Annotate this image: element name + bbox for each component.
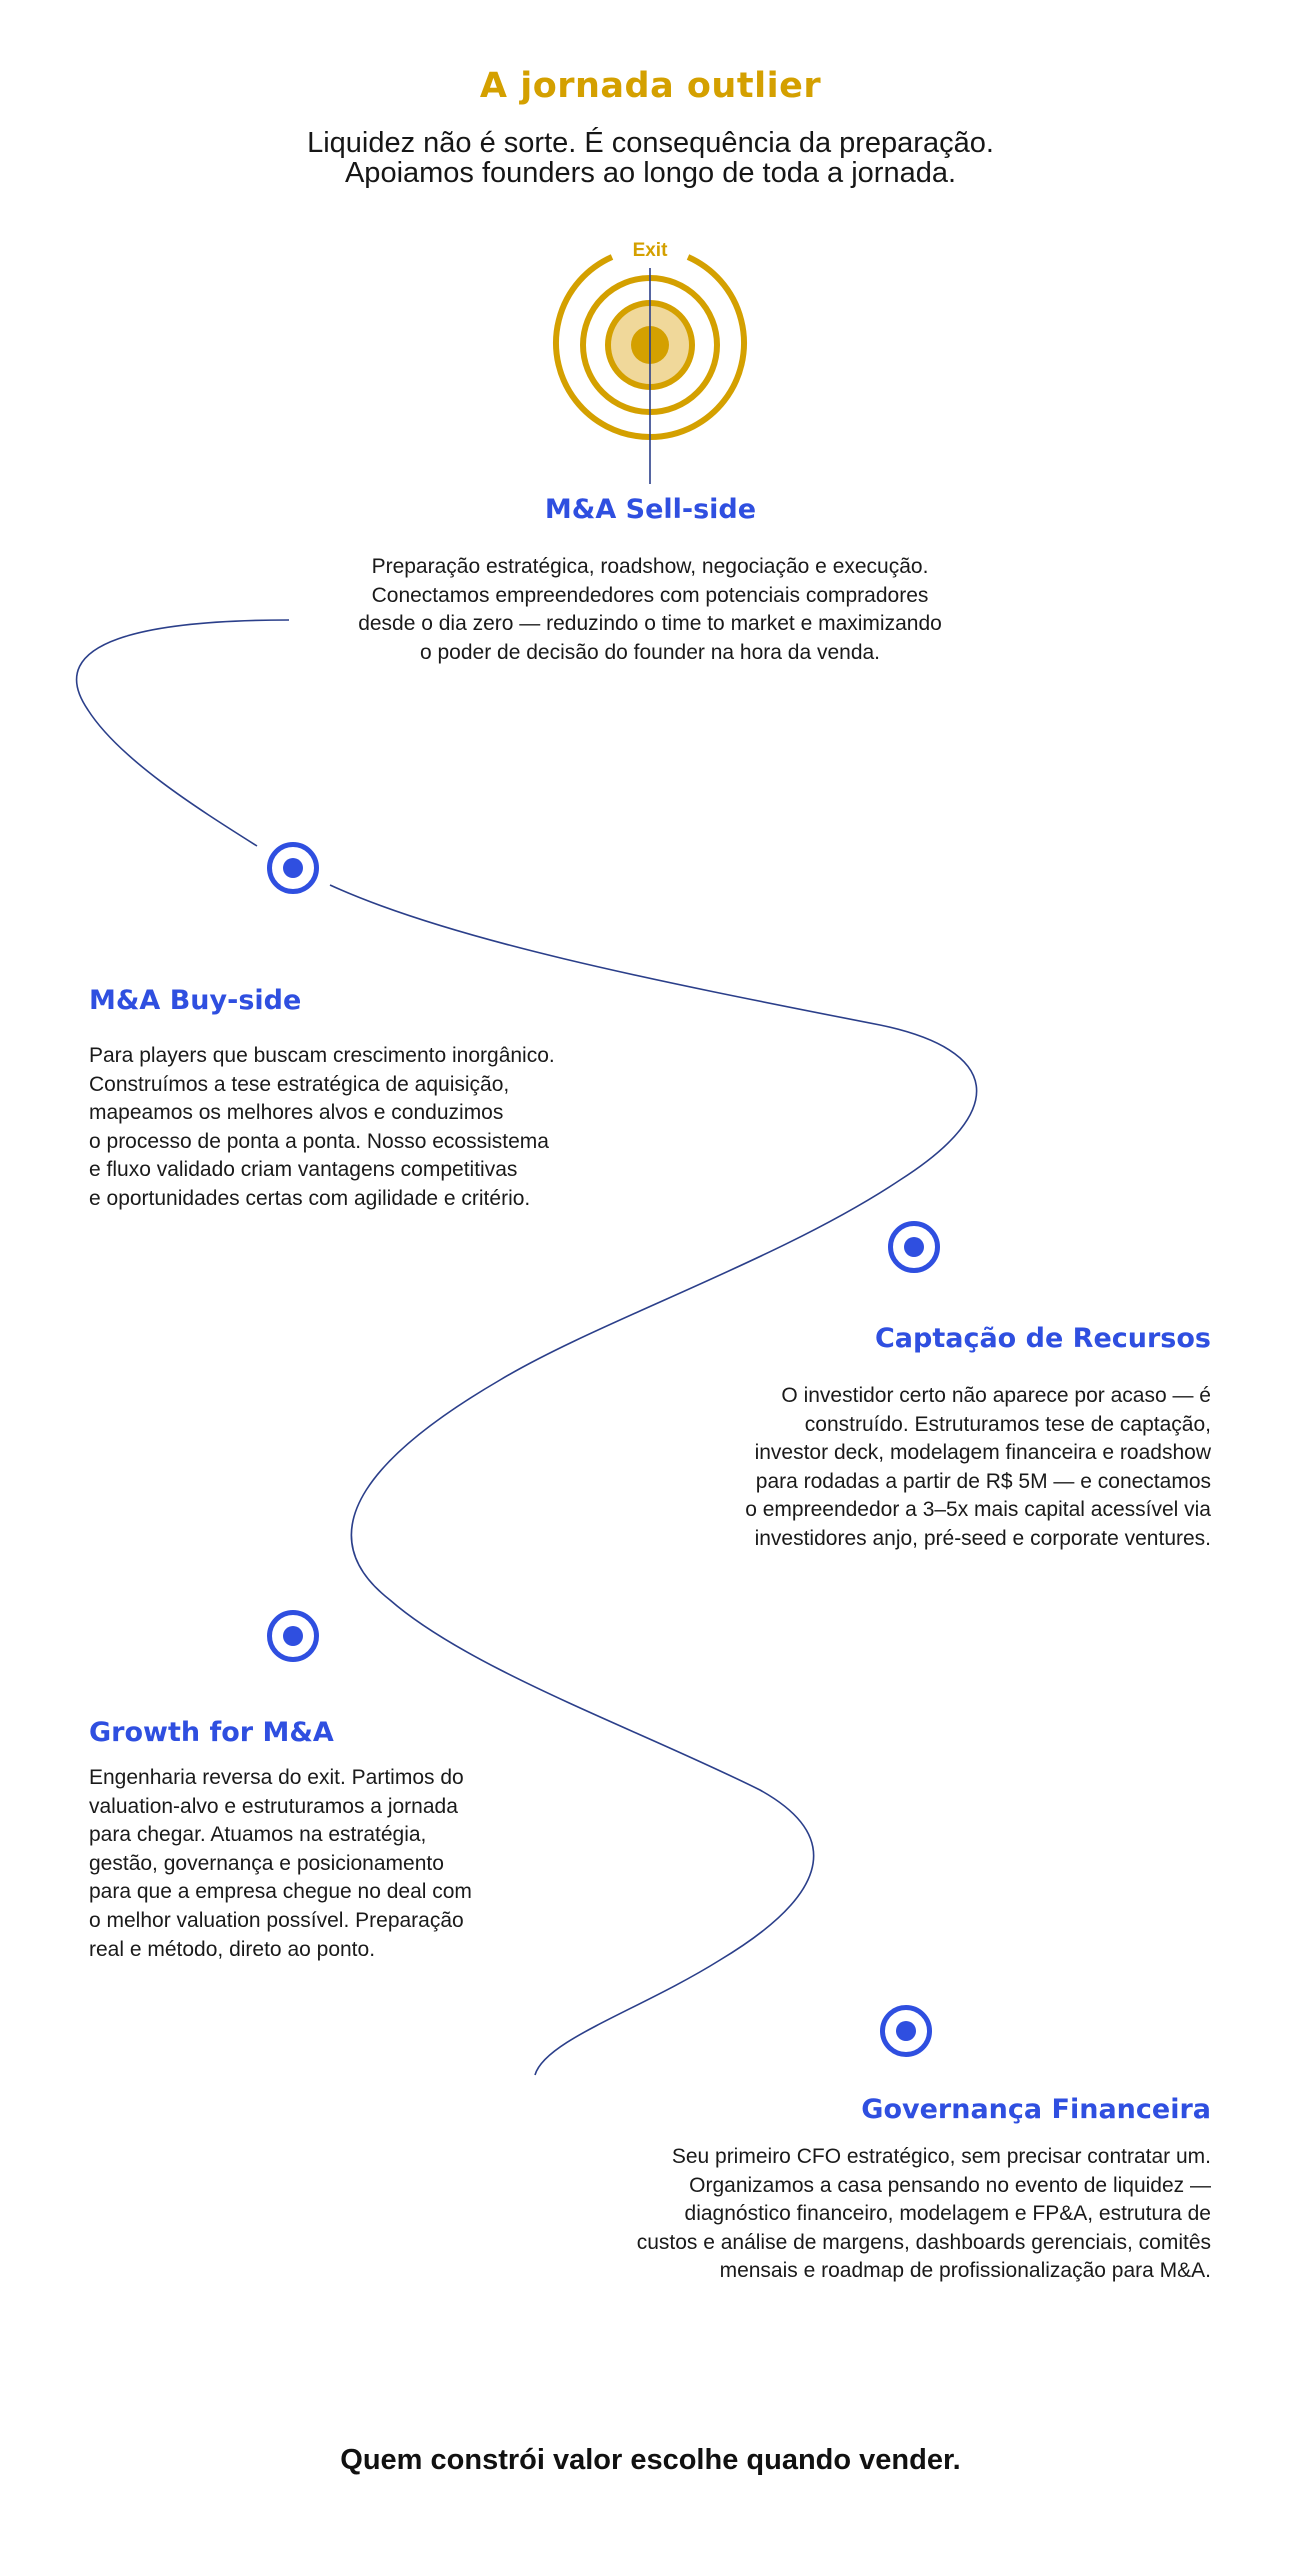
exit-target-icon bbox=[553, 254, 747, 484]
footer-tagline: Quem constrói valor escolhe quando vende… bbox=[340, 2444, 961, 2476]
step-title-sell-side: M&A Sell-side bbox=[544, 494, 757, 525]
page-title: A jornada outlier bbox=[479, 66, 822, 106]
journey-curve bbox=[75, 619, 978, 2076]
step-text-growth: Engenharia reversa do exit. Partimos do … bbox=[89, 1766, 472, 1961]
timeline-node-icon bbox=[888, 1221, 940, 1273]
step-text-captacao: O investidor certo não aparece por acaso… bbox=[745, 1384, 1211, 1550]
timeline-node-icon bbox=[880, 2005, 932, 2057]
step-text-buy-side: Para players que buscam crescimento inor… bbox=[89, 1044, 555, 1210]
exit-label: Exit bbox=[632, 240, 668, 261]
timeline-node-icon bbox=[267, 842, 319, 894]
step-text-sell-side: Preparação estratégica, roadshow, negoci… bbox=[358, 555, 942, 664]
subtitle-line: Apoiamos founders ao longo de toda a jor… bbox=[344, 157, 957, 189]
step-title-growth: Growth for M&A bbox=[89, 1717, 334, 1748]
page-subtitle: Liquidez não é sorte. É consequência da … bbox=[0, 128, 1301, 188]
step-title-governanca: Governança Financeira bbox=[861, 2094, 1211, 2125]
step-text-governanca: Seu primeiro CFO estratégico, sem precis… bbox=[636, 2145, 1211, 2283]
step-title-captacao: Captação de Recursos bbox=[874, 1323, 1211, 1354]
step-title-buy-side: M&A Buy-side bbox=[89, 985, 302, 1016]
subtitle-line: Liquidez não é sorte. É consequência da … bbox=[307, 127, 994, 159]
timeline-node-icon bbox=[267, 1610, 319, 1662]
